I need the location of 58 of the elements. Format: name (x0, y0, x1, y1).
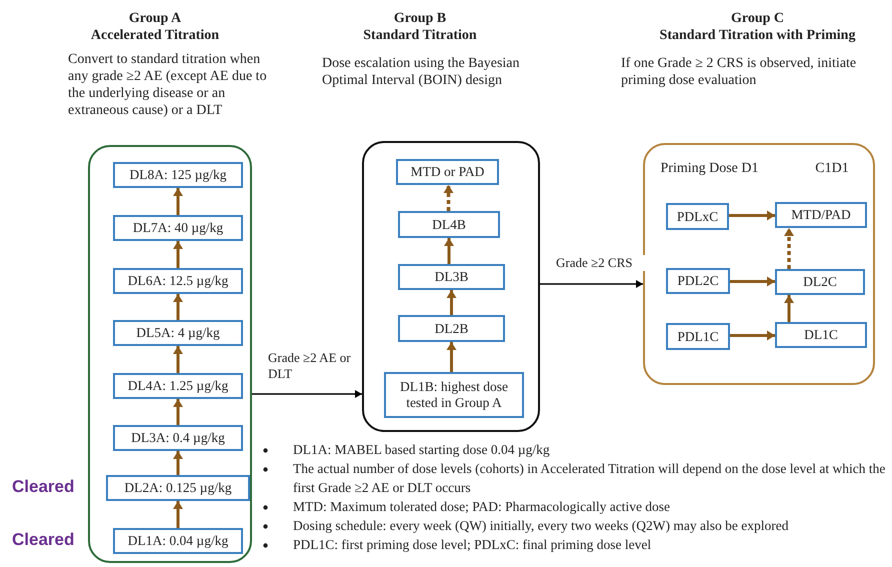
arrow (444, 238, 454, 264)
note-text: MTD: Maximum tolerated dose; PAD: Pharmacologically active dose (293, 498, 672, 516)
dose-level-box: MTD or PAD (396, 159, 499, 185)
dose-level-box: DL5A: 4 µg/kg (113, 320, 243, 346)
arrow (173, 294, 183, 320)
note-text: The actual number of dose levels (cohorts) in Accelerated Titration will depend on the dose level at which the first Grade ≥2 AE or DLT occurs (293, 460, 886, 497)
dose-level-box: PDL2C (666, 268, 730, 294)
arrow (173, 241, 183, 268)
dose-level-box: DL4A: 1.25 µg/kg (113, 373, 243, 399)
status-label: Cleared (12, 530, 74, 550)
arrow (784, 228, 794, 269)
dose-level-box: DL2C (775, 269, 865, 295)
group-heading: Standard Titration (362, 27, 478, 44)
arrow (446, 342, 456, 372)
arrow (444, 185, 454, 211)
dose-level-box: DL1A: 0.04 µg/kg (113, 528, 243, 554)
edge-label: Grade ≥2 CRS (556, 255, 646, 271)
group-description: Dose escalation using the Bayesian Optimal Interval (BOIN) design (322, 55, 521, 89)
arrow (784, 295, 794, 322)
column-heading: C1D1 (814, 160, 850, 177)
arrow (446, 290, 456, 315)
dose-level-box: DL7A: 40 µg/kg (113, 215, 243, 241)
group-description: If one Grade ≥ 2 CRS is observed, initiate priming dose evaluation (621, 55, 858, 89)
arrow (173, 399, 183, 425)
arrow (540, 280, 643, 288)
arrow (730, 330, 775, 340)
dose-level-box: DL1C (775, 322, 867, 348)
group-heading: Group C (730, 10, 786, 27)
dose-level-box: MTD/PAD (775, 202, 867, 228)
group-heading: Group A (128, 10, 182, 27)
dose-level-box: DL6A: 12.5 µg/kg (113, 268, 243, 294)
dose-level-box: DL2B (398, 315, 505, 342)
note-text: DL1A: MABEL based starting dose 0.04 µg/kg (293, 441, 551, 459)
note-text: PDL1C: first priming dose level; PDLxC: final priming dose level (293, 536, 652, 554)
arrow (252, 390, 362, 398)
dose-level-box: DL3B (398, 264, 505, 290)
arrow (173, 188, 183, 215)
arrow (173, 451, 183, 475)
group-panel (362, 141, 540, 432)
arrow (730, 276, 775, 286)
dose-level-box: PDLxC (666, 203, 729, 230)
dose-level-box: DL2A: 0.125 µg/kg (106, 475, 250, 501)
dose-level-box: DL4B (398, 211, 500, 238)
arrow (729, 210, 775, 220)
status-label: Cleared (12, 477, 74, 497)
column-heading: Priming Dose D1 (660, 160, 760, 177)
group-heading: Standard Titration with Priming (658, 27, 856, 44)
group-panel (643, 143, 875, 385)
dose-level-box: DL1B: highest dose tested in Group A (384, 372, 524, 418)
note-text: Dosing schedule: every week (QW) initially, every two weeks (Q2W) may also be explored (293, 517, 790, 535)
dose-level-box: PDL1C (666, 323, 730, 350)
group-heading: Group B (392, 10, 448, 27)
group-description: Convert to standard titration when any grade ≥2 AE (except AE due to the underlying disease or an extraneous cause) or a DLT (68, 51, 268, 119)
group-heading: Accelerated Titration (90, 27, 220, 44)
dose-level-box: DL3A: 0.4 µg/kg (113, 425, 243, 451)
dose-level-box: DL8A: 125 µg/kg (113, 162, 243, 188)
arrow (173, 501, 183, 528)
arrow (173, 346, 183, 373)
